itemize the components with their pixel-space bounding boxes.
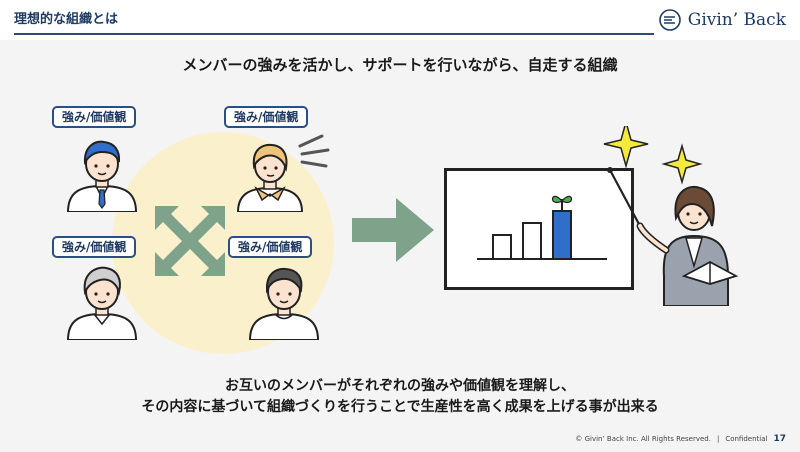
right-arrow-icon <box>352 198 434 262</box>
strength-tag-top-right: 強み/価値観 <box>224 106 309 128</box>
member-elder-icon <box>66 266 138 340</box>
header-divider <box>14 33 654 35</box>
member-man-suit-icon <box>66 140 138 212</box>
summary-line-1: お互いのメンバーがそれぞれの強みや価値観を理解し、 <box>225 378 575 394</box>
page-number: 17 <box>773 434 786 444</box>
slide-header: 理想的な組織とは Givin’ Back <box>0 0 800 40</box>
sparkle-star-icon <box>603 126 649 169</box>
strength-tag-bottom-left: 強み/価値観 <box>52 236 137 258</box>
whiteboard <box>444 168 634 290</box>
strength-tag-top-left: 強み/価値観 <box>52 106 137 128</box>
logo-mark-icon <box>658 9 681 31</box>
footer-separator: | <box>716 435 720 443</box>
page-title: 理想的な組織とは <box>14 12 119 27</box>
logo-text: Givin’ Back <box>687 10 786 30</box>
presenter-woman-icon <box>603 126 739 306</box>
company-logo: Givin’ Back <box>658 8 786 32</box>
slide-headline: メンバーの強みを活かし、サポートを行いながら、自走する組織 <box>182 56 618 74</box>
summary-text: お互いのメンバーがそれぞれの強みや価値観を理解し、 その内容に基づいて組織づくり… <box>0 376 800 418</box>
confidential-label: Confidential <box>725 435 768 443</box>
summary-line-2: その内容に基づいて組織づくりを行うことで生産性を高く成果を上げる事が出来る <box>141 399 659 415</box>
strength-tag-bottom-right: 強み/価値観 <box>228 236 313 258</box>
member-woman-scarf-icon <box>236 134 330 212</box>
sparkle-star-icon <box>661 143 703 185</box>
slide-footer: © Givin’ Back Inc. All Rights Reserved. … <box>575 434 786 444</box>
copyright-text: © Givin’ Back Inc. All Rights Reserved. <box>575 435 711 443</box>
member-young-man-icon <box>248 267 320 340</box>
growth-bar-chart-icon <box>477 195 607 260</box>
cross-arrows-icon <box>155 206 225 276</box>
slide-body: メンバーの強みを活かし、サポートを行いながら、自走する組織 強み/価値観 強み/… <box>0 40 800 452</box>
